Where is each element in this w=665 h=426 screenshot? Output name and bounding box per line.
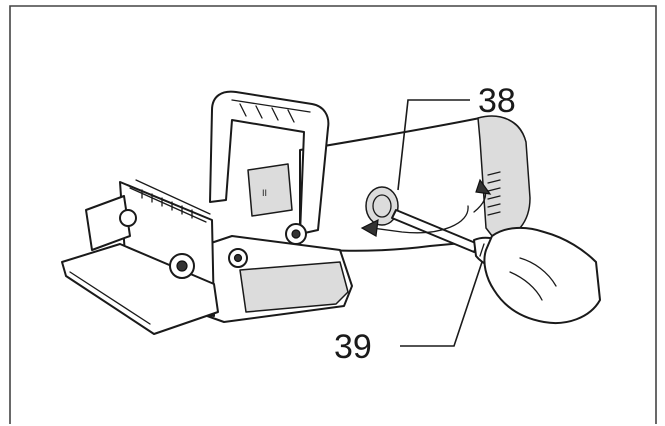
brush-holder-cap bbox=[365, 186, 399, 226]
fence-scale bbox=[141, 189, 193, 219]
leader-39 bbox=[400, 261, 483, 347]
callout-38: 38 bbox=[478, 82, 516, 120]
base-side bbox=[239, 261, 349, 313]
rotation-arrow-icon bbox=[360, 178, 492, 237]
switch-housing bbox=[247, 163, 293, 217]
callout-39: 39 bbox=[334, 328, 372, 366]
svg-text:II: II bbox=[262, 188, 267, 198]
fence-wing bbox=[85, 195, 131, 251]
motor-end-cap bbox=[477, 115, 531, 242]
vent-slots bbox=[487, 171, 501, 216]
angle-fence-plate bbox=[61, 243, 219, 335]
biscuit-joiner-illustration: II bbox=[61, 90, 531, 335]
angle-knob bbox=[119, 209, 137, 227]
leader-38 bbox=[397, 99, 470, 191]
figure-frame bbox=[9, 5, 657, 424]
front-handle bbox=[209, 90, 330, 235]
hand-icon bbox=[483, 226, 601, 324]
